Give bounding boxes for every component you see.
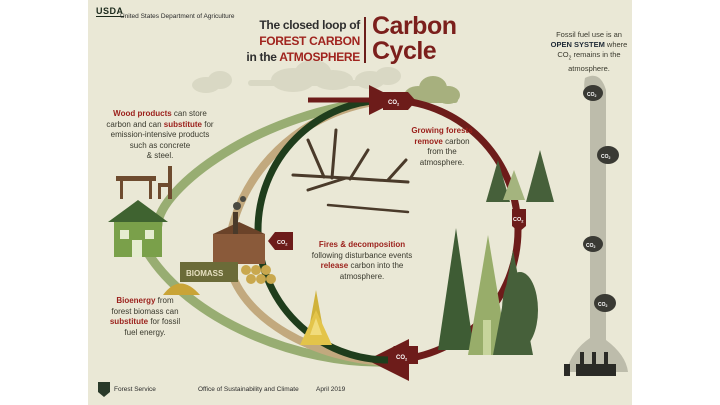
- wood-products-caption: Wood products can store carbon and can s…: [106, 109, 214, 160]
- cycle-arrow-left: [254, 96, 389, 364]
- smokestack-icon: [566, 75, 628, 372]
- biomass-plant-icon: [180, 196, 276, 284]
- house-icon: [108, 200, 168, 257]
- infographic-panel: CO2 CO2 CO2 CO2 CO2 CO2 CO2 CO2: [88, 0, 632, 405]
- cloud-icon: [192, 60, 401, 93]
- fossil-fuel-caption: Fossil fuel use is an OPEN SYSTEM where …: [550, 30, 628, 73]
- dead-tree-icon: [291, 128, 410, 214]
- factory-icon: [564, 352, 616, 376]
- bioenergy-caption: Bioenergy from forest biomass can substi…: [109, 296, 181, 337]
- title-subtitle: The closed loop of FOREST CARBON in the …: [246, 18, 360, 64]
- forest-service-shield-icon: [98, 382, 110, 397]
- page-title: Carbon Cycle: [372, 12, 457, 65]
- usda-department-name: United States Department of Agriculture: [120, 13, 235, 20]
- co2-badge-left: CO2: [268, 232, 293, 250]
- fires-decomposition-caption: Fires & decomposition following disturba…: [311, 240, 413, 281]
- title-divider: [364, 17, 366, 63]
- footer-office: Office of Sustainability and Climate: [198, 386, 299, 393]
- growing-forests-caption: Growing forests remove carbon from the a…: [411, 126, 473, 167]
- co2-cloud-icon: CO2: [583, 236, 603, 252]
- co2-cloud-icon: CO2: [583, 85, 603, 101]
- usda-logo: USDA: [96, 6, 124, 17]
- co2-badge-right: CO2: [512, 209, 526, 232]
- biomass-label: BIOMASS: [186, 269, 224, 278]
- footer-date: April 2019: [316, 386, 346, 393]
- co2-cloud-icon: CO2: [594, 294, 616, 312]
- co2-badge-bottom: CO2: [386, 346, 418, 364]
- svg-text:CO2: CO2: [586, 243, 596, 249]
- svg-text:CO2: CO2: [587, 92, 597, 98]
- co2-badge-top: CO2: [383, 92, 416, 110]
- footer-agency: Forest Service: [114, 386, 156, 393]
- burning-tree-icon: [300, 290, 332, 345]
- diagram-artwork: CO2 CO2 CO2 CO2 CO2 CO2 CO2 CO2: [98, 60, 628, 397]
- svg-text:CO2: CO2: [277, 240, 288, 247]
- svg-text:CO2: CO2: [598, 302, 608, 308]
- mature-forest-icon: [438, 228, 538, 355]
- growing-trees-icon: [486, 150, 554, 202]
- svg-text:CO2: CO2: [513, 217, 524, 224]
- svg-text:CO2: CO2: [396, 355, 408, 362]
- sawdust-pile-icon: [163, 283, 200, 295]
- svg-text:CO2: CO2: [601, 154, 611, 160]
- svg-text:CO2: CO2: [388, 100, 400, 107]
- table-chair-icon: [116, 166, 172, 199]
- co2-cloud-icon: CO2: [597, 146, 619, 164]
